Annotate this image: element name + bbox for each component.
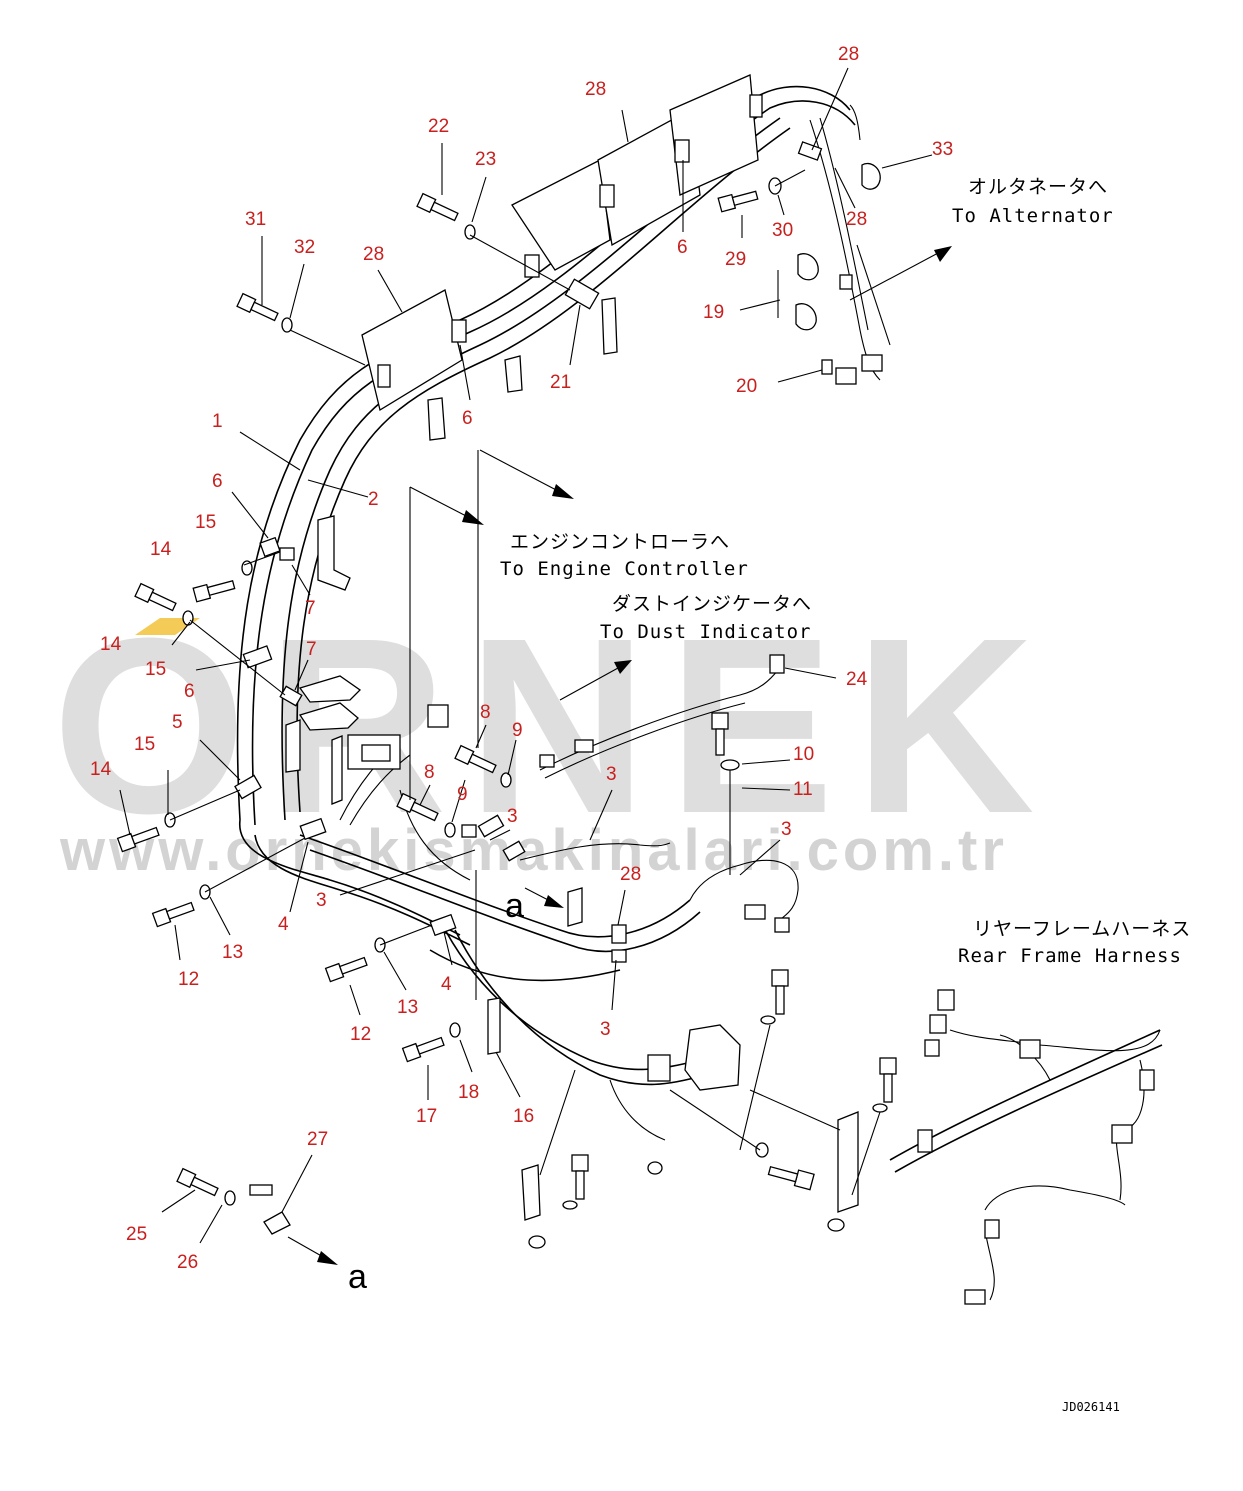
part-label: 15 [145, 659, 166, 680]
part-label: 5 [172, 712, 183, 733]
part-label: 16 [513, 1106, 534, 1127]
part-label: 7 [306, 639, 317, 660]
part-number-labels: 28 28 22 23 33 28 31 32 28 29 30 6 19 21… [90, 44, 953, 1273]
part-label: 15 [195, 512, 216, 533]
watermark-url: www.ornekismakinalari.com.tr [59, 818, 1008, 883]
part-label: 3 [606, 764, 617, 785]
dest-dust-indicator-en: To Dust Indicator [600, 621, 811, 643]
part-label: 13 [222, 942, 243, 963]
part-label: 28 [620, 864, 641, 885]
watermark: ORNEK www.ornekismakinalari.com.tr [52, 586, 1055, 883]
part-label: 14 [90, 759, 112, 780]
part-label: 6 [462, 408, 473, 429]
dest-rear-frame-harness-jp: リヤーフレームハーネス [973, 918, 1191, 940]
reference-code: JD026141 [1062, 1400, 1120, 1414]
destination-arrows [287, 244, 952, 1265]
fasteners [116, 177, 897, 1249]
part-label: 33 [932, 139, 953, 160]
part-label: 28 [838, 44, 859, 65]
part-label: 4 [278, 914, 289, 935]
dest-alternator-en: To Alternator [952, 205, 1114, 227]
part-label: 6 [212, 471, 223, 492]
part-label: 28 [363, 244, 384, 265]
part-label: 6 [677, 237, 688, 258]
part-label: 18 [458, 1082, 479, 1103]
part-label: 24 [846, 669, 868, 690]
rear-frame-harness [889, 989, 1163, 1305]
destination-labels: オルタネータへ To Alternator エンジンコントローラへ To Eng… [348, 176, 1191, 1414]
part-label: 7 [305, 598, 316, 619]
leader-lines [119, 67, 933, 1244]
part-label: 17 [416, 1106, 437, 1127]
part-label: 9 [512, 720, 523, 741]
part-label: 28 [846, 209, 867, 230]
part-label: 20 [736, 376, 757, 397]
dest-engine-controller-en: To Engine Controller [500, 558, 749, 580]
part-label: 19 [703, 302, 724, 323]
part-label: 1 [212, 411, 223, 432]
dest-engine-controller-jp: エンジンコントローラへ [510, 531, 730, 553]
part-label: 26 [177, 1252, 198, 1273]
part-label: 31 [245, 209, 266, 230]
part-label: 3 [781, 819, 792, 840]
part-label: 3 [600, 1019, 611, 1040]
part-label: 14 [100, 634, 122, 655]
part-label: 30 [772, 220, 793, 241]
part-label: 32 [294, 237, 315, 258]
part-label: 3 [507, 806, 518, 827]
part-label: 10 [793, 744, 814, 765]
part-label: 22 [428, 116, 449, 137]
part-label: 3 [316, 890, 327, 911]
dest-rear-frame-harness-en: Rear Frame Harness [958, 945, 1182, 967]
part-label: 27 [307, 1129, 328, 1150]
part-label: 29 [725, 249, 746, 270]
dest-alternator-jp: オルタネータへ [968, 176, 1108, 198]
part-label: 8 [424, 762, 435, 783]
part-label: 2 [368, 489, 379, 510]
part-label: 14 [150, 539, 172, 560]
harness-components [234, 74, 883, 1221]
part-label: 6 [184, 681, 195, 702]
part-label: 8 [480, 702, 491, 723]
part-label: 23 [475, 149, 496, 170]
part-label: 4 [441, 974, 452, 995]
part-label: 9 [457, 784, 468, 805]
part-label: 21 [550, 372, 571, 393]
part-label: 12 [178, 969, 199, 990]
part-label: 13 [397, 997, 418, 1018]
part-label: 12 [350, 1024, 371, 1045]
part-label: 11 [793, 779, 813, 800]
part-label: 15 [134, 734, 155, 755]
view-marker-a-detail: a [348, 1258, 367, 1296]
part-label: 25 [126, 1224, 147, 1245]
dest-dust-indicator-jp: ダストインジケータへ [612, 593, 812, 615]
view-marker-a: a [505, 887, 524, 925]
watermark-brand: ORNEK [52, 586, 1055, 865]
part-label: 28 [585, 79, 606, 100]
